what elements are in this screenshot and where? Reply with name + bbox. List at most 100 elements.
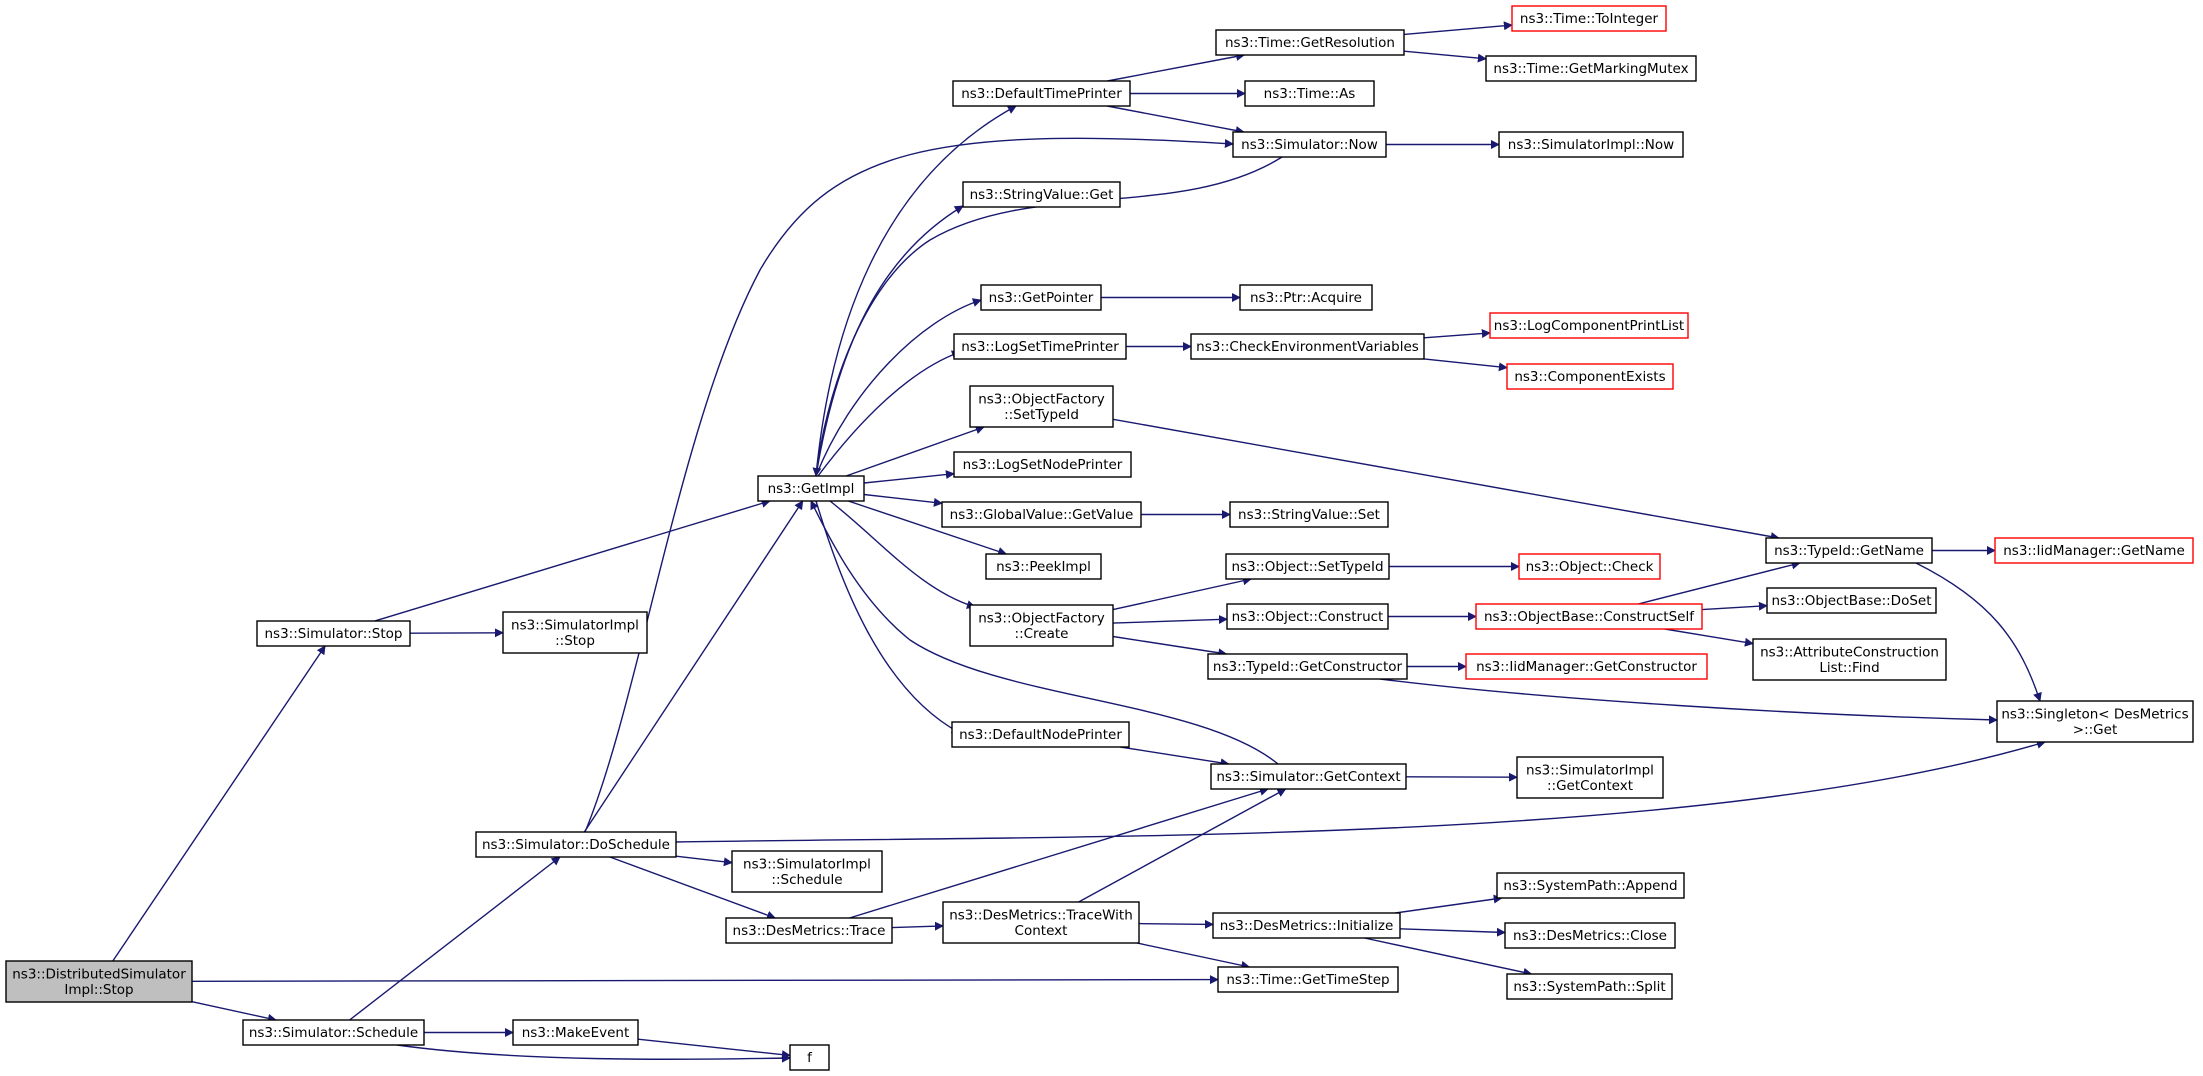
node-getpointer[interactable]: ns3::GetPointer — [980, 284, 1102, 311]
node-sim-stop[interactable]: ns3::Simulator::Stop — [256, 620, 411, 647]
node-peekimpl[interactable]: ns3::PeekImpl — [985, 553, 1102, 580]
node-simimpl-schedule[interactable]: ns3::SimulatorImpl::Schedule — [731, 850, 883, 893]
node-label: ns3::LogComponentPrintList — [1494, 318, 1684, 334]
edge-sim_schedule-to-f — [396, 1044, 791, 1063]
node-box — [985, 553, 1102, 580]
node-box — [475, 831, 677, 858]
edge-sim_now-to-getimpl — [812, 156, 1283, 477]
node-objbase-constructself[interactable]: ns3::ObjectBase::ConstructSelf — [1475, 603, 1703, 630]
node-sim-schedule[interactable]: ns3::Simulator::Schedule — [242, 1019, 425, 1046]
node-label: ns3::IidManager::GetName — [2003, 543, 2185, 559]
edge-getimpl-to-stringvalue_get — [815, 205, 964, 477]
node-label: ns3::Time::GetMarkingMutex — [1493, 61, 1688, 77]
node-sim-now[interactable]: ns3::Simulator::Now — [1232, 131, 1387, 158]
node-obj-settypeid[interactable]: ns3::Object::SetTypeId — [1225, 553, 1390, 580]
node-label: ns3::Time::ToInteger — [1520, 11, 1659, 27]
node-checkenv[interactable]: ns3::CheckEnvironmentVariables — [1190, 333, 1425, 360]
node-time-gettimestep[interactable]: ns3::Time::GetTimeStep — [1217, 966, 1399, 993]
node-logsettimeprinter[interactable]: ns3::LogSetTimePrinter — [953, 333, 1127, 360]
edge-getimpl-to-logsettimeprinter — [817, 350, 961, 477]
node-stringvalue-get[interactable]: ns3::StringValue::Get — [962, 181, 1121, 208]
node-systempath-split[interactable]: ns3::SystemPath::Split — [1506, 973, 1673, 1000]
node-desmetrics-close[interactable]: ns3::DesMetrics::Close — [1504, 922, 1676, 949]
edge-doschedule-to-desmetrics_trace — [609, 856, 776, 920]
node-simimpl-getcontext[interactable]: ns3::SimulatorImpl::GetContext — [1516, 756, 1664, 799]
node-label: ns3::Singleton< DesMetrics — [2001, 706, 2188, 722]
node-desmetrics-trace[interactable]: ns3::DesMetrics::Trace — [725, 917, 893, 944]
edge-doschedule-to-singleton_get — [675, 740, 2046, 843]
node-label: ns3::PeekImpl — [996, 559, 1091, 575]
node-systempath-append[interactable]: ns3::SystemPath::Append — [1496, 872, 1685, 899]
call-edges — [112, 21, 2046, 1063]
edge-getimpl-to-defaultnodeprinter — [815, 500, 961, 734]
node-label: ns3::SystemPath::Split — [1513, 979, 1665, 995]
node-of-create[interactable]: ns3::ObjectFactory::Create — [969, 604, 1114, 647]
node-getimpl[interactable]: ns3::GetImpl — [757, 475, 865, 502]
node-f[interactable]: f — [789, 1044, 830, 1071]
node-simimpl-now[interactable]: ns3::SimulatorImpl::Now — [1498, 131, 1684, 158]
node-doschedule[interactable]: ns3::Simulator::DoSchedule — [475, 831, 677, 858]
node-makeevent[interactable]: ns3::MakeEvent — [512, 1019, 639, 1046]
node-box — [941, 501, 1142, 528]
node-label: ns3::SimulatorImpl::Now — [1508, 137, 1674, 153]
node-obj-check[interactable]: ns3::Object::Check — [1518, 553, 1661, 580]
node-box — [1506, 363, 1674, 390]
node-time-as[interactable]: ns3::Time::As — [1244, 80, 1375, 107]
node-label: ns3::SystemPath::Append — [1503, 878, 1677, 894]
node-sim-getcontext[interactable]: ns3::Simulator::GetContext — [1210, 763, 1407, 790]
edge-time_getresolution-to-time_tointeger — [1403, 21, 1513, 36]
edge-doschedule-to-simimpl_schedule — [675, 855, 733, 867]
edge-desmetrics_init-to-systempath_append — [1395, 894, 1503, 914]
node-obj-construct[interactable]: ns3::Object::Construct — [1226, 603, 1389, 630]
edge-typeid_getname-to-singleton_get — [1915, 562, 2042, 702]
node-box — [1498, 131, 1684, 158]
node-box — [942, 901, 1140, 944]
node-box — [1511, 5, 1667, 32]
edge-makeevent-to-f — [637, 1038, 791, 1060]
node-label: ns3::Ptr::Acquire — [1250, 290, 1362, 306]
node-label: ns3::DesMetrics::TraceWith — [949, 907, 1133, 923]
edge-desmetrics_init-to-systempath_split — [1364, 937, 1533, 977]
node-gv-getvalue[interactable]: ns3::GlobalValue::GetValue — [941, 501, 1142, 528]
node-label: ns3::CheckEnvironmentVariables — [1196, 339, 1419, 355]
edge-checkenv-to-componentexists — [1423, 358, 1508, 372]
node-desmetrics-init[interactable]: ns3::DesMetrics::Initialize — [1212, 912, 1401, 939]
edge-desmetrics_trace-to-sim_getcontext — [849, 787, 1269, 919]
node-stringvalue-set[interactable]: ns3::StringValue::Set — [1229, 501, 1389, 528]
node-box — [1212, 912, 1401, 939]
node-label: ns3::IidManager::GetConstructor — [1476, 659, 1697, 675]
node-label: Context — [1015, 923, 1068, 939]
node-iidmanager-getconstructor[interactable]: ns3::IidManager::GetConstructor — [1465, 653, 1708, 680]
node-logsetnodeprinter[interactable]: ns3::LogSetNodePrinter — [953, 451, 1132, 478]
node-time-tointeger[interactable]: ns3::Time::ToInteger — [1511, 5, 1667, 32]
node-box — [969, 385, 1114, 428]
node-typeid-getconstructor[interactable]: ns3::TypeId::GetConstructor — [1207, 653, 1408, 680]
node-logcomponentprintlist[interactable]: ns3::LogComponentPrintList — [1489, 312, 1689, 339]
edge-of_settypeid-to-typeid_getname — [1112, 418, 1780, 542]
node-box — [951, 721, 1130, 748]
node-box — [512, 1019, 639, 1046]
node-ptr-acquire[interactable]: ns3::Ptr::Acquire — [1239, 284, 1373, 311]
node-singleton-get[interactable]: ns3::Singleton< DesMetrics >::Get — [1996, 700, 2194, 743]
node-time-getmarkingmutex[interactable]: ns3::Time::GetMarkingMutex — [1485, 55, 1697, 82]
edge-doschedule-to-getimpl — [583, 500, 804, 833]
edge-getimpl-to-of_settypeid — [845, 425, 985, 477]
node-of-settypeid[interactable]: ns3::ObjectFactory::SetTypeId — [969, 385, 1114, 428]
node-objbase-doset[interactable]: ns3::ObjectBase::DoSet — [1766, 587, 1937, 614]
node-label: ns3::DefaultNodePrinter — [959, 727, 1122, 743]
node-time-getresolution[interactable]: ns3::Time::GetResolution — [1215, 29, 1405, 56]
node-componentexists[interactable]: ns3::ComponentExists — [1506, 363, 1674, 390]
node-defaultnodeprinter[interactable]: ns3::DefaultNodePrinter — [951, 721, 1130, 748]
node-defaulttimeprinter[interactable]: ns3::DefaultTimePrinter — [952, 80, 1131, 107]
node-label: ns3::SimulatorImpl — [511, 617, 639, 633]
node-simimpl-stop[interactable]: ns3::SimulatorImpl::Stop — [502, 611, 648, 654]
node-label: ::Schedule — [771, 872, 842, 888]
node-typeid-getname[interactable]: ns3::TypeId::GetName — [1765, 537, 1933, 564]
node-box — [242, 1019, 425, 1046]
node-label: >::Get — [2073, 722, 2117, 738]
node-iidmanager-getname[interactable]: ns3::IidManager::GetName — [1994, 537, 2194, 564]
